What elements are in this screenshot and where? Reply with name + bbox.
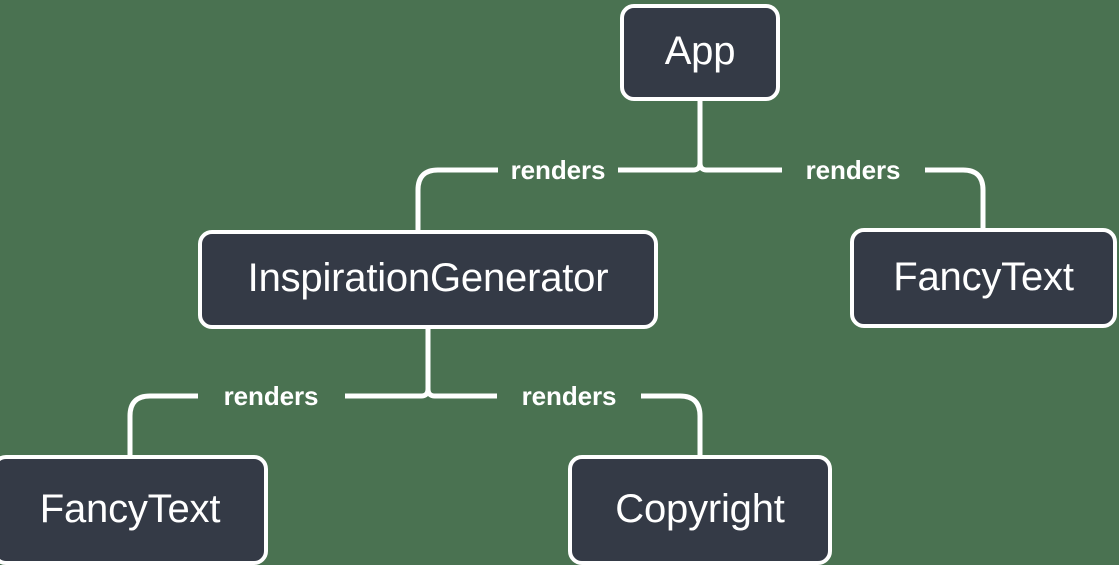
node-inspiration-generator-label: InspirationGenerator bbox=[247, 256, 609, 300]
node-fancytext-left-label: FancyText bbox=[39, 486, 221, 531]
node-copyright-label: Copyright bbox=[615, 486, 785, 531]
connector-inspiration-stem-left bbox=[420, 329, 431, 399]
node-app-label: App bbox=[664, 29, 736, 73]
edge-label-app-to-fancytext: renders bbox=[805, 155, 901, 185]
node-app[interactable]: App bbox=[620, 4, 780, 101]
node-fancytext-left[interactable]: FancyText bbox=[0, 455, 268, 565]
edge-label-app-to-inspiration-generator: renders bbox=[510, 155, 606, 185]
connector-app-stem-left bbox=[692, 101, 703, 173]
connector-app-to-inspiration-left-seg bbox=[415, 167, 498, 230]
connector-app-to-fancytext-right-seg bbox=[925, 167, 986, 228]
edge-label-inspiration-generator-to-copyright: renders bbox=[521, 381, 617, 411]
node-copyright[interactable]: Copyright bbox=[568, 455, 832, 565]
connector-ig-to-copyright-right-seg bbox=[641, 393, 703, 455]
node-inspiration-generator[interactable]: InspirationGenerator bbox=[198, 230, 658, 329]
node-fancytext-right[interactable]: FancyText bbox=[850, 228, 1117, 328]
edge-label-inspiration-generator-to-fancytext: renders bbox=[223, 381, 319, 411]
connector-ig-to-fancytext-left-seg bbox=[127, 393, 198, 455]
node-fancytext-right-label: FancyText bbox=[893, 254, 1074, 299]
